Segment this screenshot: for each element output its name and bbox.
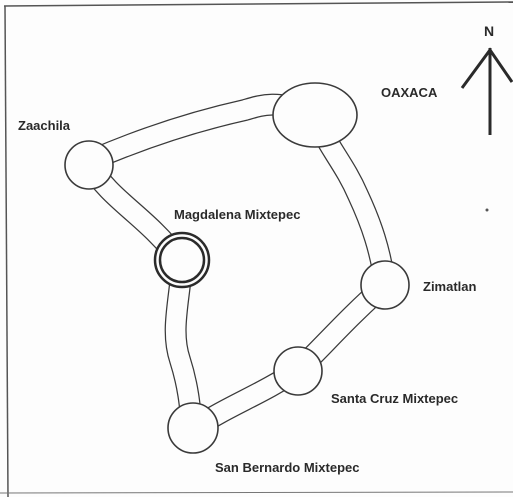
top-border: [3, 1, 513, 7]
label-sanbernardo: San Bernardo Mixtepec: [215, 460, 360, 475]
north-arrow-icon: [460, 47, 513, 135]
label-santacruz: Santa Cruz Mixtepec: [331, 391, 458, 406]
speck: [485, 208, 489, 212]
label-zaachila: Zaachila: [18, 118, 71, 133]
town-zaachila-marker: [64, 140, 114, 190]
north-label: N: [484, 23, 494, 39]
label-zimatlan: Zimatlan: [423, 279, 477, 294]
left-border: [4, 5, 9, 497]
town-magdalena-marker-inner: [158, 236, 206, 284]
label-oaxaca: OAXACA: [381, 85, 438, 100]
label-magdalena: Magdalena Mixtepec: [174, 207, 300, 222]
bottom-border: [0, 491, 513, 494]
town-santacruz-marker: [273, 346, 323, 396]
towns: [64, 82, 410, 454]
town-zimatlan-marker: [360, 260, 410, 310]
town-oaxaca-marker: [272, 82, 358, 148]
roads: [79, 93, 396, 439]
town-sanbernardo-marker: [167, 402, 219, 454]
